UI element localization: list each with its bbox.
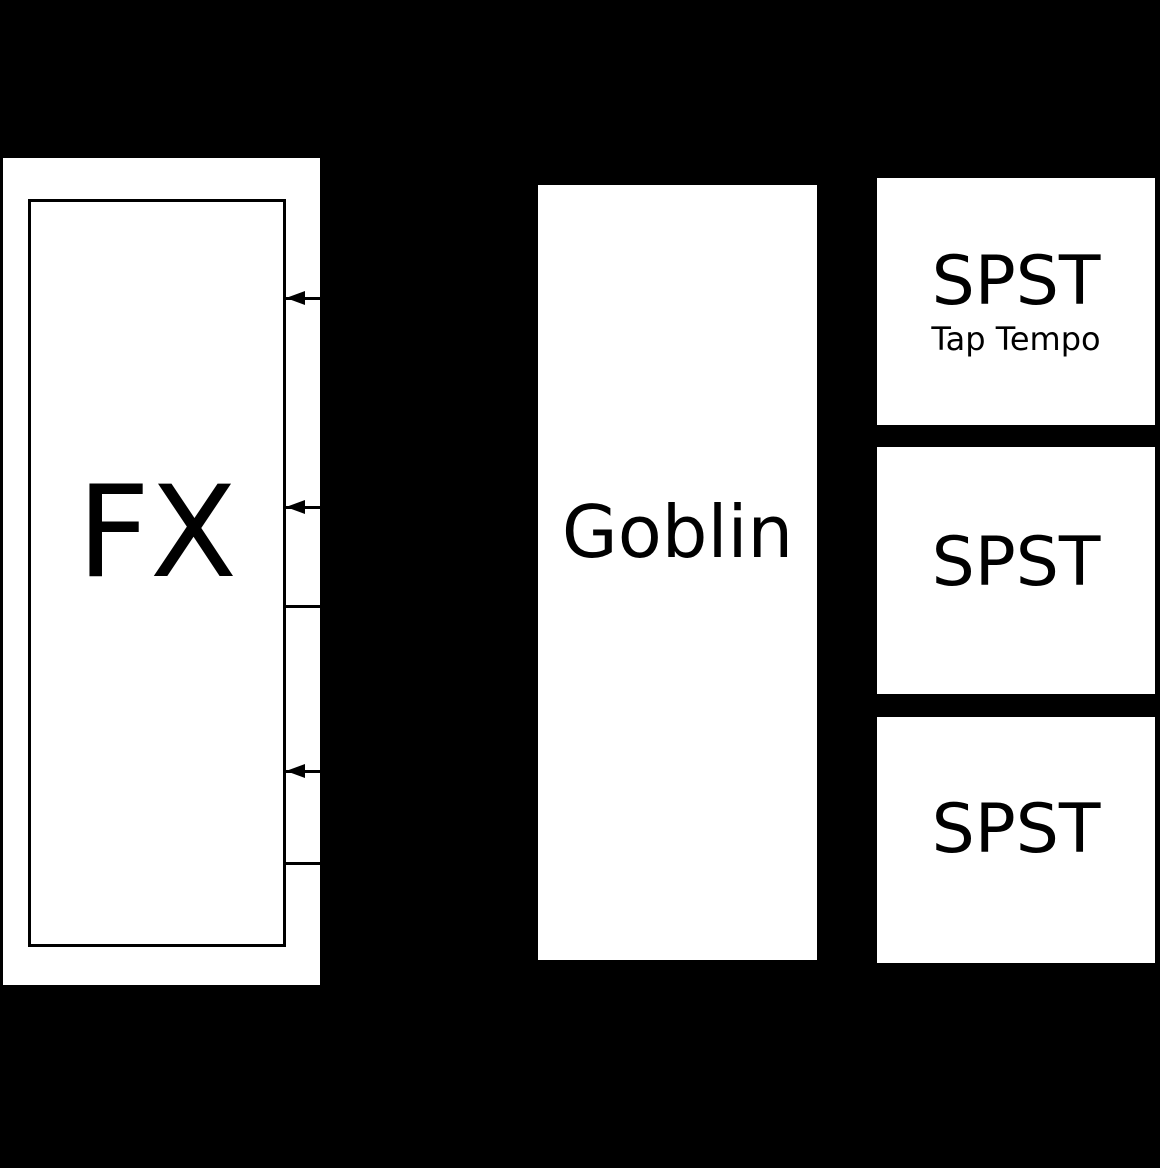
wire-arrow-into-fx-1 [286,291,320,305]
wire-line [286,861,320,865]
fx-enclosure-box: FX [3,158,320,985]
arrowhead-left-icon [286,764,305,778]
wire-arrow-into-fx-2 [286,500,320,514]
arrowhead-left-icon [286,291,305,305]
fx-label: FX [76,458,238,606]
spst-tap-tempo-label: SPST [931,242,1101,321]
wire-line [286,604,320,608]
arrowhead-left-icon [286,500,305,514]
spst-tap-tempo-box: SPST Tap Tempo [877,178,1155,425]
fx-box: FX [28,199,286,947]
goblin-label: Goblin [561,490,794,574]
tap-tempo-sublabel: Tap Tempo [931,320,1101,358]
wire-plain-into-fx-1 [286,599,320,613]
wire-plain-into-fx-2 [286,856,320,870]
goblin-box: Goblin [538,185,817,960]
spst-middle-label: SPST [931,522,1101,602]
spst-middle-box: SPST [877,447,1155,694]
spst-bottom-label: SPST [931,789,1101,869]
spst-bottom-box: SPST [877,717,1155,963]
wire-arrow-into-fx-3 [286,764,320,778]
